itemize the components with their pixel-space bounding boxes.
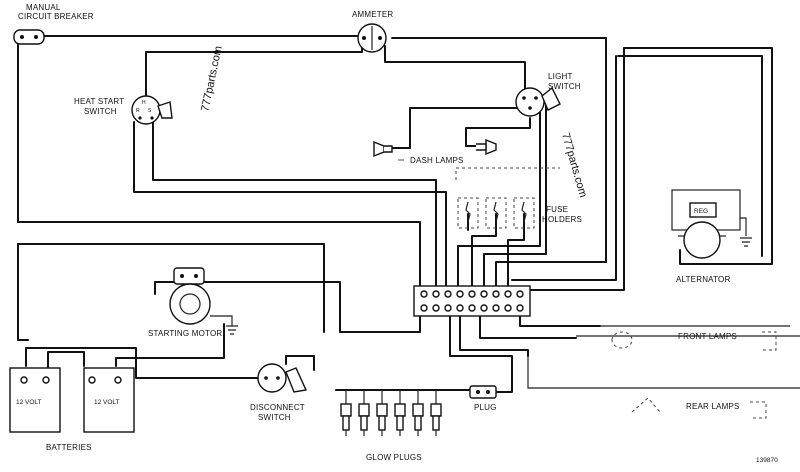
figure-number: 139870 — [756, 457, 778, 464]
hs-terminal-s: S — [148, 108, 152, 114]
front-lamps — [611, 331, 777, 351]
terminal-block — [413, 285, 531, 317]
glow-plug — [340, 390, 352, 436]
disconnect-switch-label-1: DISCONNECT — [250, 403, 305, 412]
battery-left-label: 12 VOLT — [16, 399, 42, 406]
battery-right-label: 12 VOLT — [94, 399, 120, 406]
dash-lamp-left — [373, 140, 393, 158]
alternator: REG — [671, 189, 752, 259]
terminal-stud — [516, 304, 524, 312]
plug-label: PLUG — [474, 403, 497, 412]
rear-lamps — [631, 397, 767, 419]
terminal-stud — [480, 290, 488, 298]
disconnect-switch — [257, 363, 308, 393]
terminal-stud — [420, 304, 428, 312]
terminal-stud — [432, 290, 440, 298]
terminal-stud — [444, 304, 452, 312]
manual-circuit-breaker-label-2: CIRCUIT BREAKER — [18, 12, 94, 21]
terminal-stud — [480, 304, 488, 312]
terminal-stud — [432, 304, 440, 312]
light-switch-label-2: SWITCH — [548, 82, 581, 91]
terminal-stud — [492, 290, 500, 298]
glow-plug — [376, 390, 388, 436]
fuse-holders-label-2: HOLDERS — [542, 215, 582, 224]
ammeter-label: AMMETER — [352, 10, 393, 19]
terminal-stud — [456, 290, 464, 298]
heat-start-switch-label-1: HEAT START — [74, 97, 124, 106]
reg-label: REG — [694, 208, 708, 215]
terminal-stud — [492, 304, 500, 312]
batteries-label: BATTERIES — [46, 443, 92, 452]
dash-lamp-right — [476, 138, 497, 156]
terminal-stud — [504, 304, 512, 312]
terminal-stud — [468, 304, 476, 312]
watermark-right: 777parts.com — [559, 132, 589, 199]
ammeter — [357, 23, 387, 53]
fuse-holders-label-1: FUSE — [546, 205, 568, 214]
fuse-holders — [455, 167, 560, 229]
hs-terminal-h: H — [142, 100, 146, 106]
terminal-stud — [504, 290, 512, 298]
battery-left: 12 VOLT — [9, 367, 61, 433]
light-switch-label-1: LIGHT — [548, 72, 573, 81]
glow-plug — [358, 390, 370, 436]
glow-plugs-label: GLOW PLUGS — [366, 453, 422, 462]
heat-start-switch: H R S — [131, 95, 173, 125]
manual-circuit-breaker-label-1: MANUAL — [26, 3, 61, 12]
starting-motor — [169, 267, 238, 335]
front-lamps-label: FRONT LAMPS — [678, 332, 737, 341]
disconnect-switch-label-2: SWITCH — [258, 413, 291, 422]
glow-plug — [430, 390, 442, 436]
terminal-stud — [444, 290, 452, 298]
dash-lamps-label: DASH LAMPS — [410, 156, 464, 165]
hs-terminal-r: R — [136, 108, 140, 114]
rear-lamps-label: REAR LAMPS — [686, 402, 740, 411]
plug — [469, 385, 497, 399]
manual-circuit-breaker — [13, 29, 45, 45]
terminal-stud — [456, 304, 464, 312]
terminal-stud — [420, 290, 428, 298]
starting-motor-label: STARTING MOTOR — [148, 329, 222, 338]
terminal-stud — [468, 290, 476, 298]
alternator-label: ALTERNATOR — [676, 275, 730, 284]
watermark-left: 777parts.com — [199, 45, 225, 113]
glow-plug — [394, 390, 406, 436]
heat-start-switch-label-2: SWITCH — [84, 107, 117, 116]
glow-plugs — [340, 390, 442, 436]
terminal-stud — [516, 290, 524, 298]
battery-right: 12 VOLT — [83, 367, 135, 433]
wiring — [17, 35, 800, 393]
glow-plug — [412, 390, 424, 436]
light-switch — [515, 86, 561, 117]
